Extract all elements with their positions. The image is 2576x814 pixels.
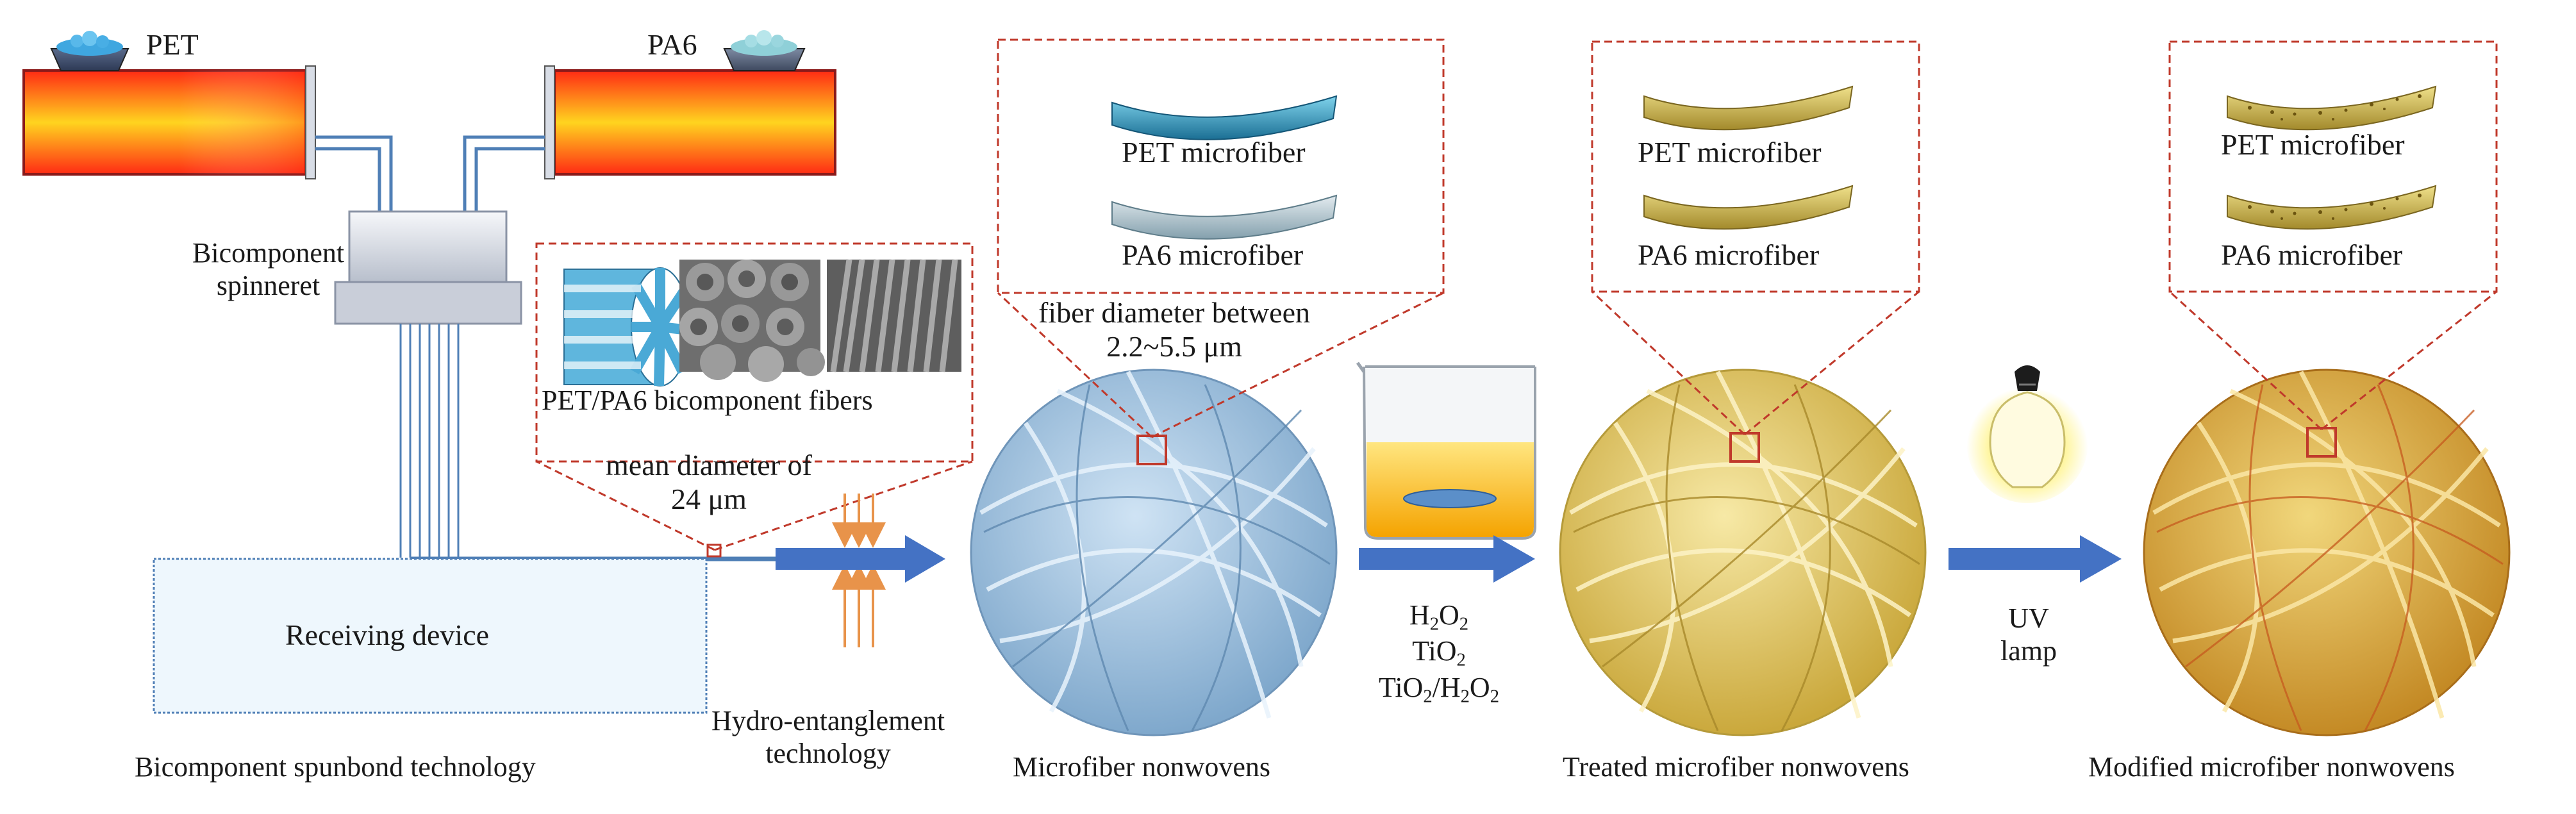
arrow-to-nonwovens — [776, 535, 945, 583]
hydro-stage-line1: Hydro-entanglement — [711, 705, 945, 736]
melt-pipes — [315, 135, 545, 212]
microfiber-pet-label: PET microfiber — [1122, 136, 1306, 169]
sem-cross-section-image — [679, 260, 825, 382]
uv-lamp-line1: UV — [2008, 602, 2049, 634]
spinneret — [334, 210, 522, 325]
pa6-microfiber-treated-icon — [1643, 185, 1854, 230]
arrow-to-modified — [1949, 535, 2122, 583]
modified-stage-label: Modified microfiber nonwovens — [2088, 751, 2455, 783]
treated-callout — [1591, 40, 1920, 436]
arrow-to-treated — [1359, 535, 1535, 583]
receiving-device-label: Receiving device — [285, 619, 490, 651]
pa6-hopper-icon — [723, 30, 806, 71]
pet-microfiber-treated-icon — [1643, 85, 1854, 131]
uv-lamp-label: UV lamp — [1993, 602, 2064, 667]
modified-pa6-label: PA6 microfiber — [2221, 238, 2403, 271]
water-jets — [832, 494, 886, 647]
microfiber-nonwoven-ball — [970, 369, 1338, 736]
spinneret-label: Bicomponent spinneret — [192, 237, 344, 302]
fiber-diameter-line1: fiber diameter between — [1038, 296, 1310, 329]
chemical-h2o2: H2O2 — [1409, 599, 1469, 635]
microfiber-callout — [997, 38, 1445, 438]
chemical-tio2: TiO2 — [1412, 635, 1466, 671]
treatment-chemicals-label: H2O2 TiO2 TiO2/H2O2 — [1372, 599, 1506, 708]
pet-hopper-icon — [50, 31, 129, 71]
pet-material-label: PET — [146, 28, 199, 61]
chemical-tio2-h2o2: TiO2/H2O2 — [1378, 671, 1499, 707]
fiber-cross-section-icon — [563, 267, 690, 386]
uv-lamp-icon — [1966, 365, 2088, 503]
fiber-diameter-line2: 2.2~5.5 μm — [1106, 329, 1242, 363]
pa6-extruder — [544, 65, 836, 179]
pet-extruder — [22, 65, 316, 179]
modified-callout — [2168, 40, 2498, 431]
spunbond-stage-label: Bicomponent spunbond technology — [135, 751, 536, 783]
hydro-stage-label: Hydro-entanglement technology — [711, 705, 945, 770]
sem-longitudinal-image — [827, 259, 961, 372]
pa6-material-label: PA6 — [647, 28, 697, 61]
microfiber-stage-label: Microfiber nonwovens — [1013, 751, 1271, 783]
hydro-stage-line2: technology — [765, 737, 891, 769]
sample-marker — [706, 544, 722, 558]
fiber-diameter-label: fiber diameter between 2.2~5.5 μm — [1038, 296, 1310, 364]
mean-diameter-line2: 24 μm — [670, 482, 747, 515]
uv-lamp-line2: lamp — [2000, 635, 2057, 667]
receiving-device — [153, 558, 708, 714]
mean-diameter-line1: mean diameter of — [606, 449, 812, 481]
mean-diameter-label: mean diameter of 24 μm — [606, 449, 812, 517]
pet-microfiber-blue-icon — [1111, 95, 1338, 140]
modified-nonwoven-ball — [2143, 369, 2511, 736]
treated-nonwoven-ball — [1559, 369, 1927, 736]
modified-pet-label: PET microfiber — [2221, 128, 2405, 161]
treated-stage-label: Treated microfiber nonwovens — [1563, 751, 1909, 783]
microfiber-pa6-label: PA6 microfiber — [1122, 238, 1304, 271]
treated-pet-label: PET microfiber — [1638, 136, 1822, 169]
pet-microfiber-modified-icon — [2227, 85, 2437, 131]
pa6-microfiber-modified-icon — [2227, 185, 2437, 230]
pa6-microfiber-grey-icon — [1111, 194, 1338, 240]
bicomponent-fibers-caption: PET/PA6 bicomponent fibers — [542, 385, 873, 416]
treated-pa6-label: PA6 microfiber — [1638, 238, 1820, 271]
beaker-icon — [1356, 361, 1536, 540]
spinneret-label-line2: spinneret — [216, 269, 320, 301]
spinneret-label-line1: Bicomponent — [192, 237, 345, 269]
extruded-filaments — [399, 324, 460, 558]
